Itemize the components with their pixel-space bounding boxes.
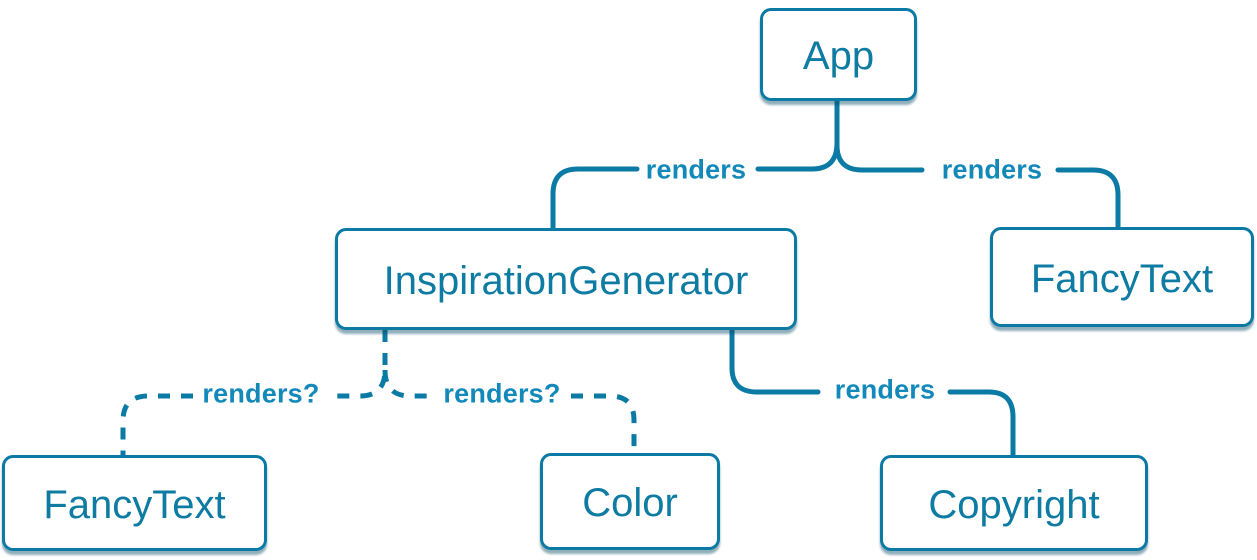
edge-label-inspiration-generator-renders-fancy-text: renders? xyxy=(202,378,320,409)
edge-label-app-renders-inspiration-generator: renders xyxy=(645,154,747,185)
component-node-fancy-text-top: FancyText xyxy=(990,227,1254,327)
component-node-copyright: Copyright xyxy=(880,455,1148,551)
edge-label-inspiration-generator-renders-copyright: renders xyxy=(834,374,936,405)
component-node-fancy-text-bottom: FancyText xyxy=(2,455,267,551)
edge-inspiration-generator-to-color xyxy=(382,369,637,453)
component-node-color: Color xyxy=(540,453,720,550)
edge-label-app-renders-fancy-text: renders xyxy=(941,154,1043,185)
component-node-app: App xyxy=(760,8,917,101)
edge-inspiration-generator-to-copyright xyxy=(729,327,1016,458)
component-node-inspiration-generator: InspirationGenerator xyxy=(335,228,797,330)
edge-label-inspiration-generator-renders-color: renders? xyxy=(443,378,561,409)
edge-app-to-fancy-text xyxy=(834,98,1121,230)
